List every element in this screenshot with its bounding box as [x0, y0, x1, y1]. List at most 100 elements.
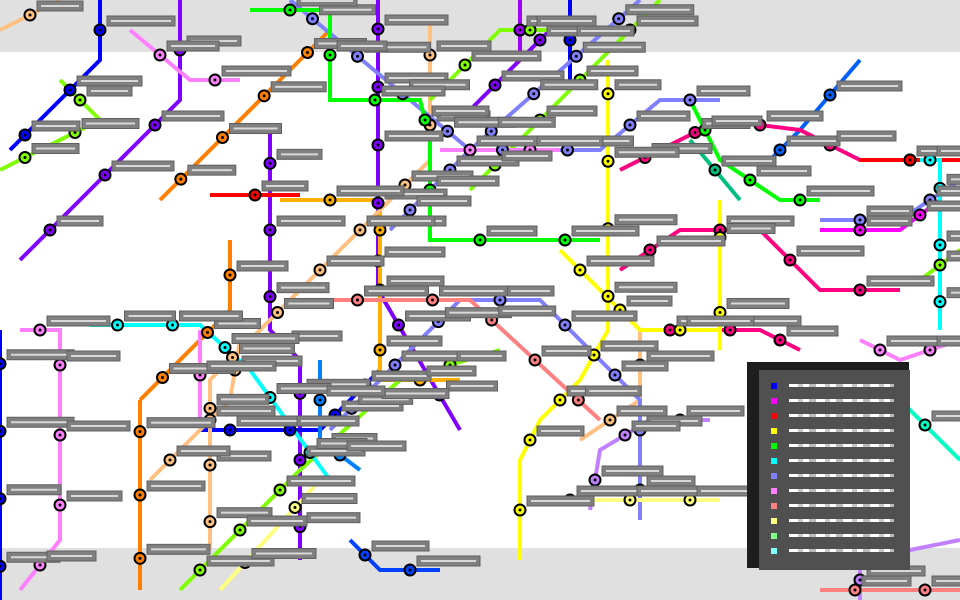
station[interactable] — [203, 401, 217, 415]
station[interactable] — [569, 49, 583, 63]
station[interactable] — [371, 138, 385, 152]
station[interactable] — [458, 58, 472, 72]
station[interactable] — [263, 156, 277, 170]
station[interactable] — [601, 289, 615, 303]
station[interactable] — [848, 583, 862, 597]
station[interactable] — [23, 8, 37, 22]
station[interactable] — [63, 83, 77, 97]
station[interactable] — [773, 143, 787, 157]
station[interactable] — [98, 168, 112, 182]
station[interactable] — [392, 318, 405, 332]
station[interactable] — [33, 323, 47, 337]
station[interactable] — [773, 333, 787, 347]
station[interactable] — [623, 118, 637, 132]
station[interactable] — [133, 488, 147, 502]
station[interactable] — [233, 523, 247, 537]
station[interactable] — [913, 208, 927, 222]
station[interactable] — [313, 263, 327, 277]
station[interactable] — [523, 433, 537, 447]
station[interactable] — [156, 371, 169, 384]
station[interactable] — [174, 172, 188, 186]
station[interactable] — [353, 223, 367, 237]
station[interactable] — [441, 124, 454, 138]
station[interactable] — [823, 88, 837, 102]
station[interactable] — [853, 283, 867, 297]
station[interactable] — [248, 188, 262, 202]
station[interactable] — [216, 131, 229, 144]
station[interactable] — [608, 368, 622, 382]
station[interactable] — [351, 49, 364, 63]
station[interactable] — [873, 343, 887, 357]
station[interactable] — [73, 93, 87, 107]
station[interactable] — [933, 295, 947, 309]
station[interactable] — [223, 268, 237, 282]
station[interactable] — [426, 293, 439, 307]
station[interactable] — [488, 78, 502, 92]
station[interactable] — [683, 93, 697, 107]
station[interactable] — [133, 551, 147, 565]
station[interactable] — [0, 492, 7, 506]
station[interactable] — [603, 413, 617, 427]
station[interactable] — [163, 453, 177, 467]
station[interactable] — [148, 118, 162, 132]
station[interactable] — [218, 341, 232, 354]
station[interactable] — [273, 483, 287, 497]
station[interactable] — [203, 458, 217, 472]
station[interactable] — [193, 563, 207, 577]
station[interactable] — [573, 263, 587, 277]
station[interactable] — [793, 193, 807, 207]
station[interactable] — [618, 428, 632, 442]
station[interactable] — [223, 423, 237, 437]
station[interactable] — [601, 154, 615, 168]
station[interactable] — [53, 428, 67, 442]
station[interactable] — [111, 318, 124, 332]
station[interactable] — [293, 453, 307, 467]
station[interactable] — [643, 243, 657, 257]
station[interactable] — [203, 515, 217, 529]
station[interactable] — [283, 3, 297, 17]
station[interactable] — [903, 153, 917, 167]
station[interactable] — [263, 223, 277, 237]
station[interactable] — [368, 93, 382, 107]
station[interactable] — [301, 46, 314, 59]
station[interactable] — [783, 253, 797, 267]
station[interactable] — [601, 87, 615, 101]
station[interactable] — [133, 425, 147, 439]
station[interactable] — [553, 393, 567, 407]
station[interactable] — [743, 173, 757, 187]
station[interactable] — [18, 128, 32, 142]
station[interactable] — [853, 223, 867, 237]
station[interactable] — [43, 223, 57, 237]
station[interactable] — [403, 563, 417, 577]
station[interactable] — [323, 48, 337, 62]
station[interactable] — [588, 473, 602, 487]
station[interactable] — [933, 258, 947, 272]
station[interactable] — [53, 498, 67, 512]
station[interactable] — [403, 203, 417, 217]
station[interactable] — [257, 89, 271, 103]
station[interactable] — [708, 163, 722, 177]
station[interactable] — [933, 238, 947, 252]
station[interactable] — [533, 33, 547, 47]
station[interactable] — [373, 343, 387, 357]
station[interactable] — [201, 326, 214, 339]
station[interactable] — [918, 583, 932, 597]
station[interactable] — [351, 293, 364, 307]
station[interactable] — [388, 358, 402, 372]
station[interactable] — [0, 424, 7, 438]
station[interactable] — [418, 113, 432, 127]
station[interactable] — [528, 353, 542, 367]
station[interactable] — [323, 193, 337, 207]
station[interactable] — [371, 196, 385, 210]
station[interactable] — [527, 87, 541, 101]
station[interactable] — [358, 548, 372, 562]
station[interactable] — [18, 151, 32, 164]
station[interactable] — [918, 418, 932, 432]
station[interactable] — [226, 351, 239, 364]
station[interactable] — [313, 393, 327, 407]
station[interactable] — [463, 143, 477, 157]
station[interactable] — [473, 233, 487, 247]
station[interactable] — [288, 501, 302, 514]
station[interactable] — [53, 358, 67, 372]
station[interactable] — [558, 318, 572, 332]
